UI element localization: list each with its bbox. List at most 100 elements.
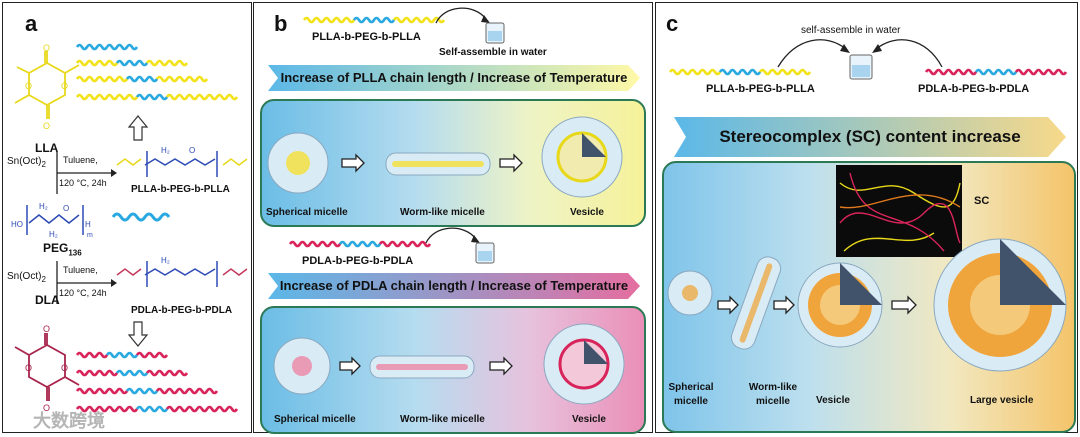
svg-text:O: O <box>61 81 68 91</box>
panel-c: c self-assemble in water PLLA-b-PEG-b-PL… <box>655 2 1078 433</box>
plla-chain-line <box>165 93 239 101</box>
pdla-product-label: PDLA-b-PEG-b-PDLA <box>131 305 233 316</box>
plla-chain-line <box>75 59 119 67</box>
reaction-arrow-2 <box>56 261 117 304</box>
svg-text:O: O <box>63 204 69 213</box>
pdla-morphology-box: Spherical micelle Worm-like micelle Vesi… <box>260 306 646 434</box>
plla-chain-line <box>155 75 209 83</box>
svg-text:O: O <box>61 363 68 373</box>
plla-chain-line <box>115 59 149 67</box>
pdla-chain-line <box>115 369 149 377</box>
plla-chain-line <box>352 16 396 24</box>
plla-chains-stack <box>75 43 239 101</box>
conditions-1a: Tuluene, <box>63 155 98 165</box>
beaker-arrow-top <box>435 7 505 44</box>
pdla-copolymer-chain <box>288 240 432 248</box>
catalyst-2-sub: 2 <box>41 275 46 284</box>
pdla-chain-line <box>288 240 342 248</box>
pdla-chain-line <box>135 405 169 413</box>
peg-label: PEG136 <box>43 241 82 257</box>
svg-text:m: m <box>87 232 93 239</box>
pdla-peg-pdla-structure: H₂ <box>116 256 248 287</box>
conditions-2b: 120 °C, 24h <box>59 288 107 298</box>
pdla-chain-line <box>125 387 159 395</box>
peg-chain-line <box>75 43 109 51</box>
plla-chain-line <box>135 93 169 101</box>
conditions-2a: Tuluene, <box>63 265 98 275</box>
down-arrow <box>127 321 149 347</box>
c-label-spherical: Spherical micelle <box>668 382 714 407</box>
pdla-chain-line <box>924 68 978 76</box>
svg-text:H₂: H₂ <box>161 146 170 155</box>
svg-text:O: O <box>43 121 50 131</box>
reaction-arrow-1 <box>56 151 117 194</box>
panel-b: b PLLA-b-PEG-b-PLLA Self-assemble in wat… <box>253 2 653 434</box>
pdla-chain-line <box>155 387 219 395</box>
pdla-chain-c <box>924 68 1068 76</box>
dla-label: DLA <box>35 293 60 307</box>
plla-peg-plla-structure: H₂ O <box>116 146 248 177</box>
banner-sc-text: Stereocomplex (SC) content increase <box>719 127 1021 146</box>
panel-c-letter: c <box>666 11 679 36</box>
pdla-label-c: PDLA-b-PEG-b-PDLA <box>918 83 1030 95</box>
lla-structure: O O O O <box>14 43 80 131</box>
banner-top: Increase of PLLA chain length / Increase… <box>268 65 640 91</box>
peg-text: PEG <box>43 241 69 255</box>
plla-morphology-box: Spherical micelle Worm-like micelle Vesi… <box>260 99 646 227</box>
beaker-double-arrow <box>777 39 943 80</box>
catalyst-1-sub: 2 <box>41 160 46 169</box>
peg-sub: 136 <box>68 248 82 258</box>
plla-chain-line <box>75 75 129 83</box>
svg-text:O: O <box>25 363 32 373</box>
pdla-chain-line <box>75 405 139 413</box>
bottom-label-vesicle: Vesicle <box>572 414 606 425</box>
svg-text:H₂: H₂ <box>161 256 170 265</box>
top-label-vesicle: Vesicle <box>570 207 604 218</box>
pdla-chain-line <box>338 240 382 248</box>
peg-chain <box>111 212 171 222</box>
self-assemble-label-c: self-assemble in water <box>801 25 901 36</box>
lla-label: LLA <box>35 141 59 155</box>
catalyst-1: Sn(Oct)2 <box>7 156 46 169</box>
plla-chain-line <box>758 68 812 76</box>
pdla-chain-line <box>1014 68 1068 76</box>
pdla-chain-line <box>378 240 432 248</box>
svg-text:H₂: H₂ <box>49 230 58 239</box>
svg-text:O: O <box>43 324 50 334</box>
plla-chain-line <box>75 93 139 101</box>
banner-bottom: Increase of PDLA chain length / Increase… <box>268 273 640 299</box>
svg-text:H: H <box>85 220 91 229</box>
svg-text:O: O <box>25 81 32 91</box>
plla-chain-c <box>668 68 812 76</box>
catalyst-1-text: Sn(Oct) <box>7 156 42 167</box>
c-label-large-vesicle: Large vesicle <box>970 395 1034 406</box>
plla-label-c: PLLA-b-PEG-b-PLLA <box>706 83 815 95</box>
c-label-worm: Worm-like micelle <box>748 382 798 407</box>
banner-sc: Stereocomplex (SC) content increase <box>674 117 1066 157</box>
c-label-vesicle: Vesicle <box>816 395 850 406</box>
top-label-spherical: Spherical micelle <box>266 207 348 218</box>
pdla-chain-line <box>165 405 239 413</box>
catalyst-2-text: Sn(Oct) <box>7 271 42 282</box>
bottom-label-spherical: Spherical micelle <box>274 414 356 425</box>
svg-text:O: O <box>43 43 50 53</box>
svg-text:H₂: H₂ <box>39 202 48 211</box>
up-arrow <box>127 115 149 141</box>
pdla-copolymer-label: PDLA-b-PEG-b-PDLA <box>302 255 414 267</box>
beaker-arrow-bottom <box>425 227 495 264</box>
plla-chain-line <box>718 68 762 76</box>
plla-chain-line <box>145 59 189 67</box>
plla-chain-line <box>125 75 159 83</box>
top-label-worm: Worm-like micelle <box>400 207 485 218</box>
plla-product-label: PLLA-b-PEG-b-PLLA <box>131 184 230 195</box>
banner-bottom-text: Increase of PDLA chain length / Increase… <box>279 278 629 293</box>
plla-chain-line <box>302 16 356 24</box>
plla-chain-line <box>392 16 446 24</box>
svg-text:HO: HO <box>11 220 23 229</box>
catalyst-2: Sn(Oct)2 <box>7 271 46 284</box>
pdla-chain-line <box>75 351 109 359</box>
pdla-chain-line <box>135 351 169 359</box>
sc-morphology-box: SC Spherical micelle Worm-like micelle V… <box>662 161 1076 433</box>
watermark: 大数跨境 <box>33 411 105 431</box>
